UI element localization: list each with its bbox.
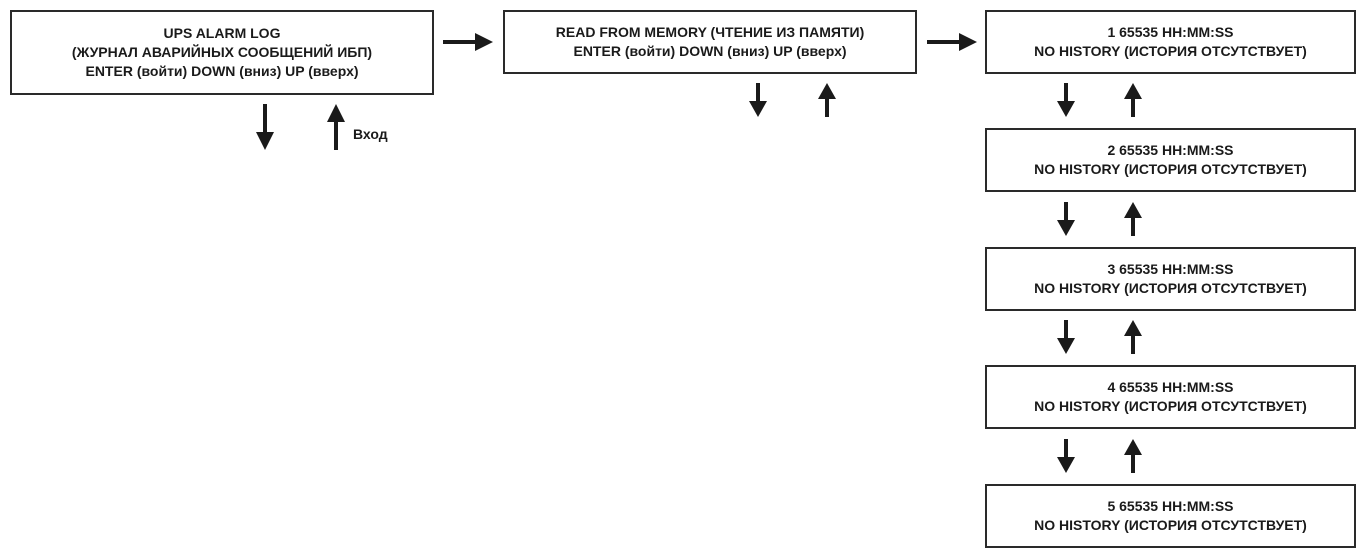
history-entry-header: 5 65535 HH:MM:SS [1107, 498, 1234, 514]
read-memory-keys: ENTER (войти) DOWN (вниз) UP (вверх) [573, 43, 847, 59]
alarm-log-box: UPS ALARM LOG (ЖУРНАЛ АВАРИЙНЫХ СООБЩЕНИ… [10, 10, 434, 95]
entry-label: Вход [353, 126, 388, 142]
alarm-log-subtitle: (ЖУРНАЛ АВАРИЙНЫХ СООБЩЕНИЙ ИБП) [71, 44, 373, 60]
arrow-down-icon [256, 104, 274, 150]
arrow-up-icon [1124, 83, 1142, 117]
arrow-up-icon [327, 104, 345, 150]
history-entry-header: 2 65535 HH:MM:SS [1107, 142, 1234, 158]
arrow-up-icon [1124, 202, 1142, 236]
arrow-down-icon [1057, 202, 1075, 236]
arrow-up-icon [1124, 320, 1142, 354]
arrow-up-icon [818, 83, 836, 117]
history-entry-status: NO HISTORY (ИСТОРИЯ ОТСУТСТВУЕТ) [1034, 280, 1307, 296]
history-entry-status: NO HISTORY (ИСТОРИЯ ОТСУТСТВУЕТ) [1034, 398, 1307, 414]
arrow-right-icon [927, 33, 977, 51]
history-entry-header: 1 65535 HH:MM:SS [1107, 24, 1234, 40]
history-entry-header: 4 65535 HH:MM:SS [1107, 379, 1234, 395]
arrow-up-icon [1124, 439, 1142, 473]
history-box-3: 3 65535 HH:MM:SS NO HISTORY (ИСТОРИЯ ОТС… [985, 247, 1356, 311]
alarm-log-keys: ENTER (войти) DOWN (вниз) UP (вверх) [85, 63, 359, 79]
history-box-5: 5 65535 HH:MM:SS NO HISTORY (ИСТОРИЯ ОТС… [985, 484, 1356, 548]
history-box-2: 2 65535 HH:MM:SS NO HISTORY (ИСТОРИЯ ОТС… [985, 128, 1356, 192]
read-memory-box: READ FROM MEMORY (ЧТЕНИЕ ИЗ ПАМЯТИ) ENTE… [503, 10, 917, 74]
arrow-down-icon [1057, 83, 1075, 117]
read-memory-title: READ FROM MEMORY (ЧТЕНИЕ ИЗ ПАМЯТИ) [555, 24, 865, 40]
history-box-4: 4 65535 HH:MM:SS NO HISTORY (ИСТОРИЯ ОТС… [985, 365, 1356, 429]
history-entry-status: NO HISTORY (ИСТОРИЯ ОТСУТСТВУЕТ) [1034, 43, 1307, 59]
alarm-log-title: UPS ALARM LOG [163, 25, 281, 41]
arrow-down-icon [749, 83, 767, 117]
history-entry-status: NO HISTORY (ИСТОРИЯ ОТСУТСТВУЕТ) [1034, 161, 1307, 177]
arrow-right-icon [443, 33, 493, 51]
history-box-1: 1 65535 HH:MM:SS NO HISTORY (ИСТОРИЯ ОТС… [985, 10, 1356, 74]
history-entry-status: NO HISTORY (ИСТОРИЯ ОТСУТСТВУЕТ) [1034, 517, 1307, 533]
arrow-down-icon [1057, 320, 1075, 354]
arrow-down-icon [1057, 439, 1075, 473]
history-entry-header: 3 65535 HH:MM:SS [1107, 261, 1234, 277]
